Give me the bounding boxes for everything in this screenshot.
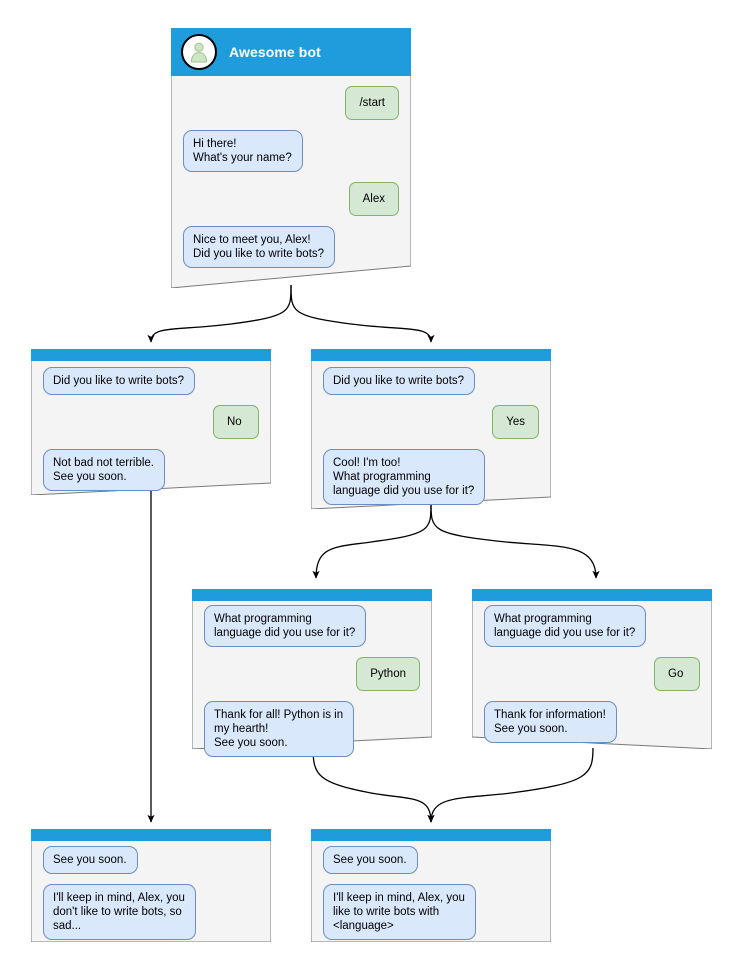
message-row: I'll keep in mind, Alex, you don't like …: [43, 884, 259, 940]
chat-node-end-happy[interactable]: See you soon. I'll keep in mind, Alex, y…: [311, 829, 551, 942]
bot-message-bubble[interactable]: I'll keep in mind, Alex, you don't like …: [43, 884, 196, 940]
edge-start-to-no: [147, 284, 292, 343]
message-row: Cool! I'm too! What programming language…: [323, 449, 539, 505]
edge-yes-to-python: [312, 502, 432, 579]
bot-message-bubble[interactable]: Hi there! What's your name?: [183, 130, 303, 172]
message-row: What programming language did you use fo…: [204, 605, 420, 647]
message-row: Not bad not terrible. See you soon.: [43, 449, 259, 491]
bot-avatar-icon: [181, 34, 217, 70]
message-list: /start Hi there! What's your name? Alex …: [171, 76, 411, 268]
bot-message-bubble[interactable]: Nice to meet you, Alex! Did you like to …: [183, 226, 336, 268]
user-message-bubble[interactable]: Python: [356, 657, 420, 691]
chat-node-answer-no[interactable]: Did you like to write bots? No Not bad n…: [31, 349, 271, 495]
chat-node-answer-go[interactable]: What programming language did you use fo…: [472, 589, 712, 749]
node-header-bar: [31, 349, 271, 361]
bot-message-bubble[interactable]: Not bad not terrible. See you soon.: [43, 449, 166, 491]
message-list: See you soon. I'll keep in mind, Alex, y…: [31, 841, 271, 940]
message-row: /start: [183, 86, 399, 120]
chat-node-answer-yes[interactable]: Did you like to write bots? Yes Cool! I'…: [311, 349, 551, 509]
message-row: See you soon.: [323, 846, 539, 874]
bot-message-bubble[interactable]: What programming language did you use fo…: [484, 605, 647, 647]
message-row: No: [43, 405, 259, 439]
chat-node-answer-python[interactable]: What programming language did you use fo…: [192, 589, 432, 757]
bot-message-bubble[interactable]: Cool! I'm too! What programming language…: [323, 449, 486, 505]
chat-node-end-sad[interactable]: See you soon. I'll keep in mind, Alex, y…: [31, 829, 271, 942]
node-header-bar: [311, 349, 551, 361]
message-row: Alex: [183, 182, 399, 216]
bot-message-bubble[interactable]: Thank for all! Python is in my hearth! S…: [204, 701, 355, 757]
bot-message-bubble[interactable]: See you soon.: [43, 846, 138, 874]
message-row: I'll keep in mind, Alex, you like to wri…: [323, 884, 539, 940]
node-header-bar: Awesome bot: [171, 28, 411, 76]
bot-message-bubble[interactable]: I'll keep in mind, Alex, you like to wri…: [323, 884, 476, 940]
message-list: Did you like to write bots? No Not bad n…: [31, 361, 271, 491]
user-message-bubble[interactable]: Yes: [492, 405, 539, 439]
user-message-bubble[interactable]: Go: [654, 657, 700, 691]
message-row: Did you like to write bots?: [43, 367, 259, 395]
node-header-bar: [31, 829, 271, 841]
node-header-bar: [472, 589, 712, 601]
message-row: Go: [484, 657, 700, 691]
edge-start-to-yes: [290, 284, 435, 343]
user-message-bubble[interactable]: /start: [345, 86, 399, 120]
user-message-bubble[interactable]: Alex: [348, 182, 399, 216]
bot-message-bubble[interactable]: What programming language did you use fo…: [204, 605, 367, 647]
message-list: See you soon. I'll keep in mind, Alex, y…: [311, 841, 551, 940]
bot-title-label: Awesome bot: [229, 44, 321, 60]
message-list: What programming language did you use fo…: [192, 601, 432, 757]
message-row: Thank for information! See you soon.: [484, 701, 700, 743]
bot-message-bubble[interactable]: Thank for information! See you soon.: [484, 701, 617, 743]
bot-message-bubble[interactable]: Did you like to write bots?: [43, 367, 196, 395]
message-row: See you soon.: [43, 846, 259, 874]
user-message-bubble[interactable]: No: [213, 405, 259, 439]
message-list: What programming language did you use fo…: [472, 601, 712, 743]
message-row: Did you like to write bots?: [323, 367, 539, 395]
message-row: Nice to meet you, Alex! Did you like to …: [183, 226, 399, 268]
message-row: Thank for all! Python is in my hearth! S…: [204, 701, 420, 757]
bot-message-bubble[interactable]: See you soon.: [323, 846, 418, 874]
message-row: Python: [204, 657, 420, 691]
edge-python-to-end-happy: [312, 747, 435, 823]
message-row: What programming language did you use fo…: [484, 605, 700, 647]
message-list: Did you like to write bots? Yes Cool! I'…: [311, 361, 551, 505]
edge-yes-to-go: [430, 502, 600, 579]
message-row: Yes: [323, 405, 539, 439]
message-row: Hi there! What's your name?: [183, 130, 399, 172]
edge-go-to-end-happy: [427, 747, 594, 823]
bot-message-bubble[interactable]: Did you like to write bots?: [323, 367, 476, 395]
node-header-bar: [192, 589, 432, 601]
node-header-bar: [311, 829, 551, 841]
chat-node-start[interactable]: Awesome bot /start Hi there! What's your…: [171, 28, 411, 288]
